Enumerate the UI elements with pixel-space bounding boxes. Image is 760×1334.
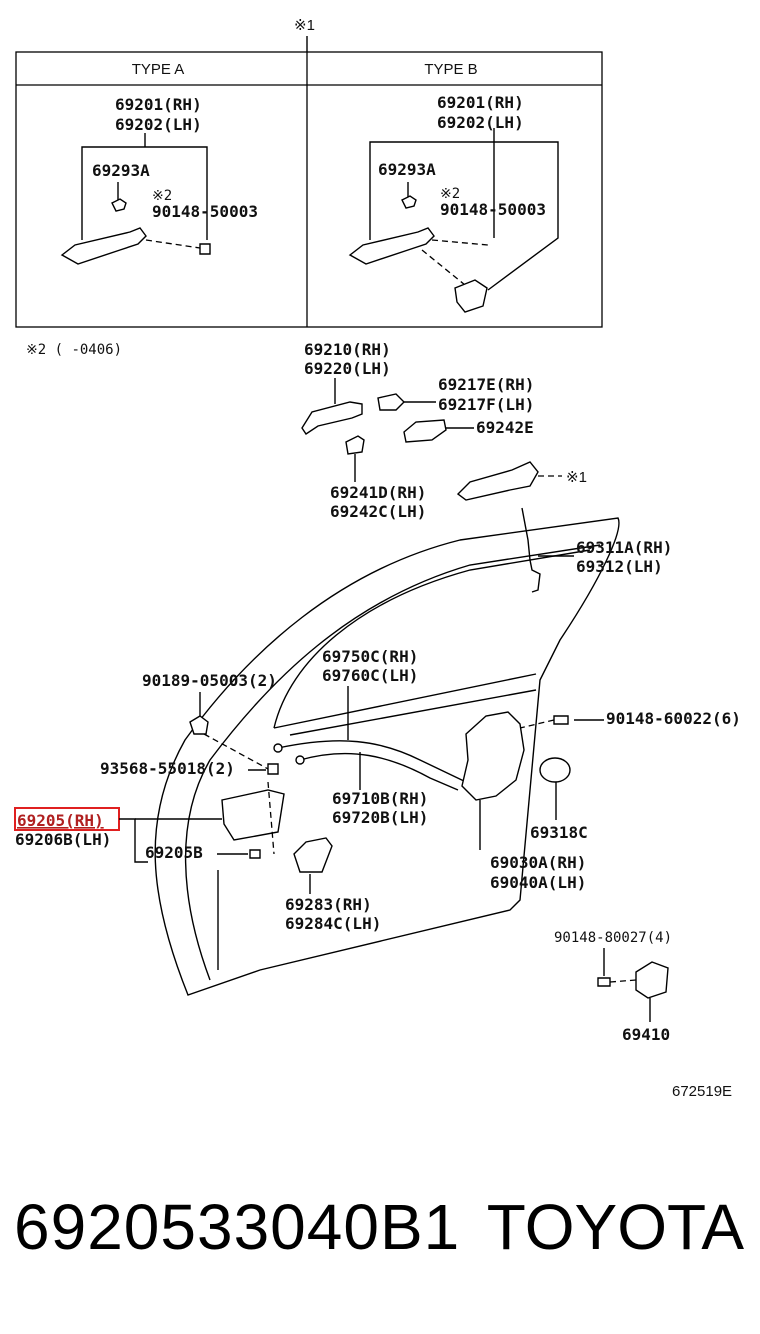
parts-diagram: ※1 TYPE A TYPE B 69201(RH) 69202(LH) 692… (14, 17, 741, 1100)
type-b-handle-lh: 69202(LH) (437, 113, 524, 132)
grommet (539, 757, 571, 783)
type-b-header: TYPE B (424, 61, 477, 78)
diagram-code: 672519E (672, 1083, 732, 1100)
brand-name: TOYOTA (486, 1191, 744, 1263)
inside-handle-group: 93568-55018(2) 69205(RH) 69206B(LH) 6920… (14, 759, 285, 863)
label-69750c: 69750C(RH) (322, 647, 418, 666)
clip (189, 715, 209, 735)
striker (635, 961, 669, 999)
label-69284c: 69284C(LH) (285, 914, 381, 933)
bezel-group: 69283(RH) 69284C(LH) (285, 837, 381, 933)
lock-cylinder-type-b (401, 195, 417, 209)
handle-cap (377, 393, 405, 411)
label-69242c: 69242C(LH) (330, 502, 426, 521)
screw-striker (597, 977, 611, 987)
type-a-note2: ※2 (152, 188, 172, 204)
label-69410: 69410 (622, 1025, 670, 1044)
handle-cover (345, 435, 365, 455)
label-69210: 69210(RH) (304, 340, 391, 359)
outer-handle-type-b (348, 227, 435, 265)
screw-lock (553, 715, 569, 725)
part-number: 6920533040B1 (14, 1191, 461, 1263)
label-69760c: 69760C(LH) (322, 666, 418, 685)
door-lock-group: 69030A(RH) 69040A(LH) 69318C (461, 711, 588, 892)
note-mark-1: ※1 (294, 17, 315, 34)
type-a-handle-rh: 69201(RH) (115, 95, 202, 114)
door-outline (154, 517, 620, 996)
label-90189: 90189-05003(2) (142, 671, 277, 690)
label-69030a: 69030A(RH) (490, 853, 586, 872)
type-a-part-cyl: 69293A (92, 161, 150, 180)
type-table: TYPE A TYPE B (15, 51, 603, 328)
type-b-note2: ※2 (440, 186, 460, 202)
label-90148-80027: 90148-80027(4) (554, 930, 672, 946)
footnote: ※2 ( -0406) (26, 342, 122, 358)
handle-pad (403, 419, 447, 443)
label-69206b: 69206B(LH) (15, 830, 111, 849)
footer: 6920533040B1 TOYOTA (0, 1190, 760, 1290)
lock-rod-group: 69311A(RH) 69312(LH) (521, 507, 672, 593)
screw-inner (267, 763, 279, 775)
label-69217f: 69217F(LH) (438, 395, 534, 414)
type-b-handle-rh: 69201(RH) (437, 93, 524, 112)
outer-handle-group: 69210(RH) 69220(LH) 69217E(RH) 69217F(LH… (301, 340, 587, 521)
label-69710b: 69710B(RH) (332, 789, 428, 808)
lock-rod (521, 507, 541, 593)
clip-group: 90189-05003(2) (142, 671, 277, 771)
screw-type-a (199, 243, 211, 255)
label-69283: 69283(RH) (285, 895, 372, 914)
screw-handle (249, 849, 261, 859)
lock-cylinder-type-a (111, 198, 127, 212)
type-a-handle-lh: 69202(LH) (115, 115, 202, 134)
label-69040a: 69040A(LH) (490, 873, 586, 892)
label-90148-60022: 90148-60022(6) (606, 709, 741, 728)
inside-handle (221, 789, 285, 841)
type-b-screw: 90148-50003 (440, 200, 546, 219)
label-69312: 69312(LH) (576, 557, 663, 576)
label-69311a: 69311A(RH) (576, 538, 672, 557)
label-69318c: 69318C (530, 823, 588, 842)
cable-lower (299, 752, 459, 791)
door-lock (461, 711, 525, 801)
label-93568: 93568-55018(2) (100, 759, 235, 778)
label-69217e: 69217E(RH) (438, 375, 534, 394)
type-a-screw: 90148-50003 (152, 202, 258, 221)
ref-mark-1: ※1 (566, 469, 587, 486)
cable-group: 69750C(RH) 69760C(LH) 69710B(RH) 69720B(… (273, 647, 467, 827)
label-69220: 69220(LH) (304, 359, 391, 378)
handle-bezel (293, 837, 333, 873)
outer-handle-type-a (60, 227, 147, 265)
label-69242e: 69242E (476, 418, 534, 437)
outer-handle (301, 401, 363, 435)
label-69205-rh: 69205(RH) (17, 811, 104, 830)
cable-upper (277, 740, 467, 783)
striker-group: 90148-80027(4) 69410 (554, 930, 672, 1044)
type-b-part-cyl: 69293A (378, 160, 436, 179)
bracket-type-b (454, 279, 488, 313)
label-69205b: 69205B (145, 843, 203, 862)
label-69241d: 69241D(RH) (330, 483, 426, 502)
type-a-panel: 69201(RH) 69202(LH) 69293A ※2 90148-5000… (60, 95, 258, 265)
handle-frame (456, 461, 539, 501)
type-a-header: TYPE A (132, 61, 185, 78)
label-69720b: 69720B(LH) (332, 808, 428, 827)
type-b-panel: 69201(RH) 69202(LH) 69293A ※2 90148-5000… (348, 93, 559, 313)
